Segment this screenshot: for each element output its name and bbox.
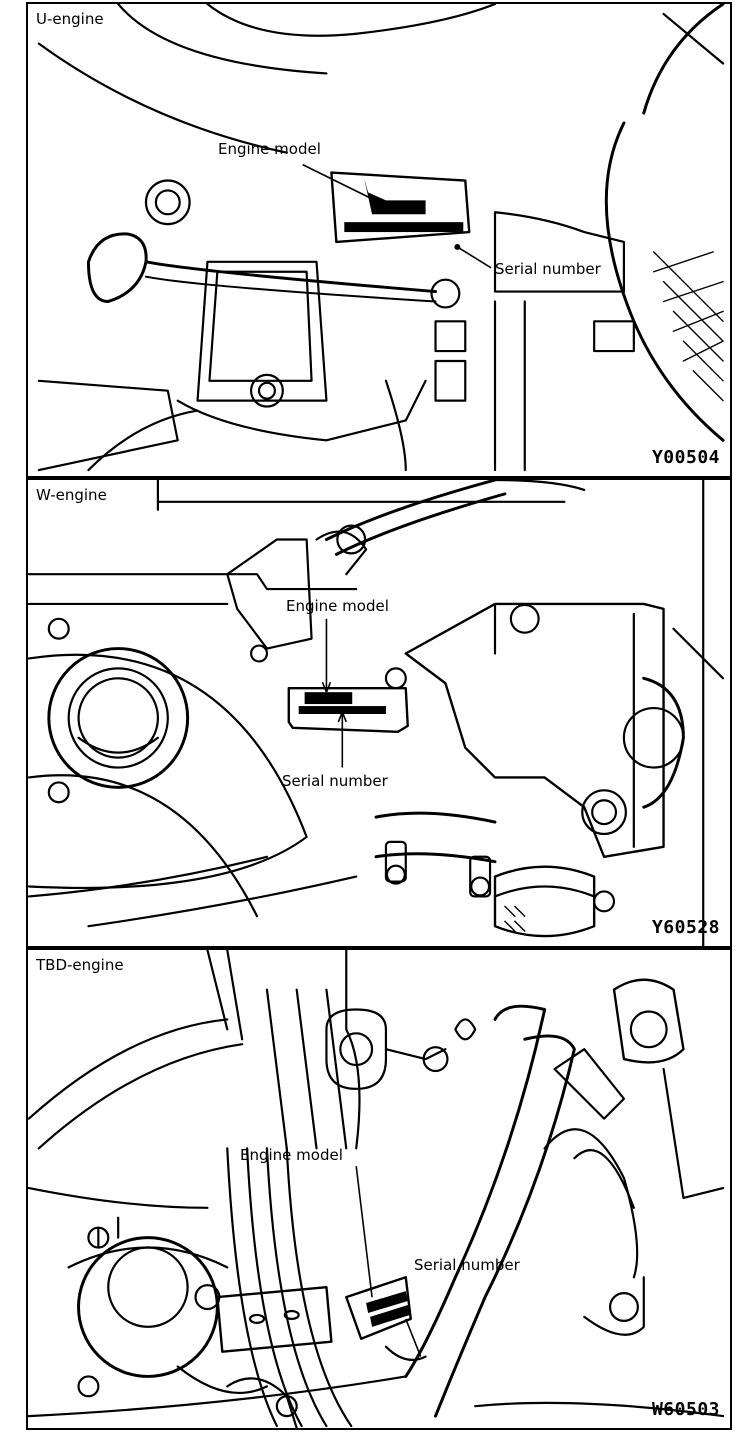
panel-u-engine: U-engine Engine model Serial number Y005… [26,2,732,478]
panel-title: TBD-engine [36,956,124,974]
w-engine-illustration [28,480,725,946]
figure-code: Y60528 [651,917,720,938]
panel-title: W-engine [36,486,107,504]
engine-model-label: Engine model [286,597,389,615]
panel-w-engine: W-engine Engine model Serial number Y605… [26,478,732,948]
serial-number-label: Serial number [282,772,388,790]
serial-number-label: Serial number [495,260,601,278]
u-engine-illustration [37,4,725,472]
tbd-engine-illustration [28,950,725,1428]
panel-tbd-engine: TBD-engine Engine model Serial number W6… [26,948,732,1430]
figure-code: Y00504 [651,447,720,468]
engine-model-label: Engine model [240,1146,343,1164]
serial-number-label: Serial number [414,1256,520,1274]
engine-model-label: Engine model [218,140,321,158]
panel-title: U-engine [36,10,104,28]
figure-code: W60503 [651,1399,720,1420]
